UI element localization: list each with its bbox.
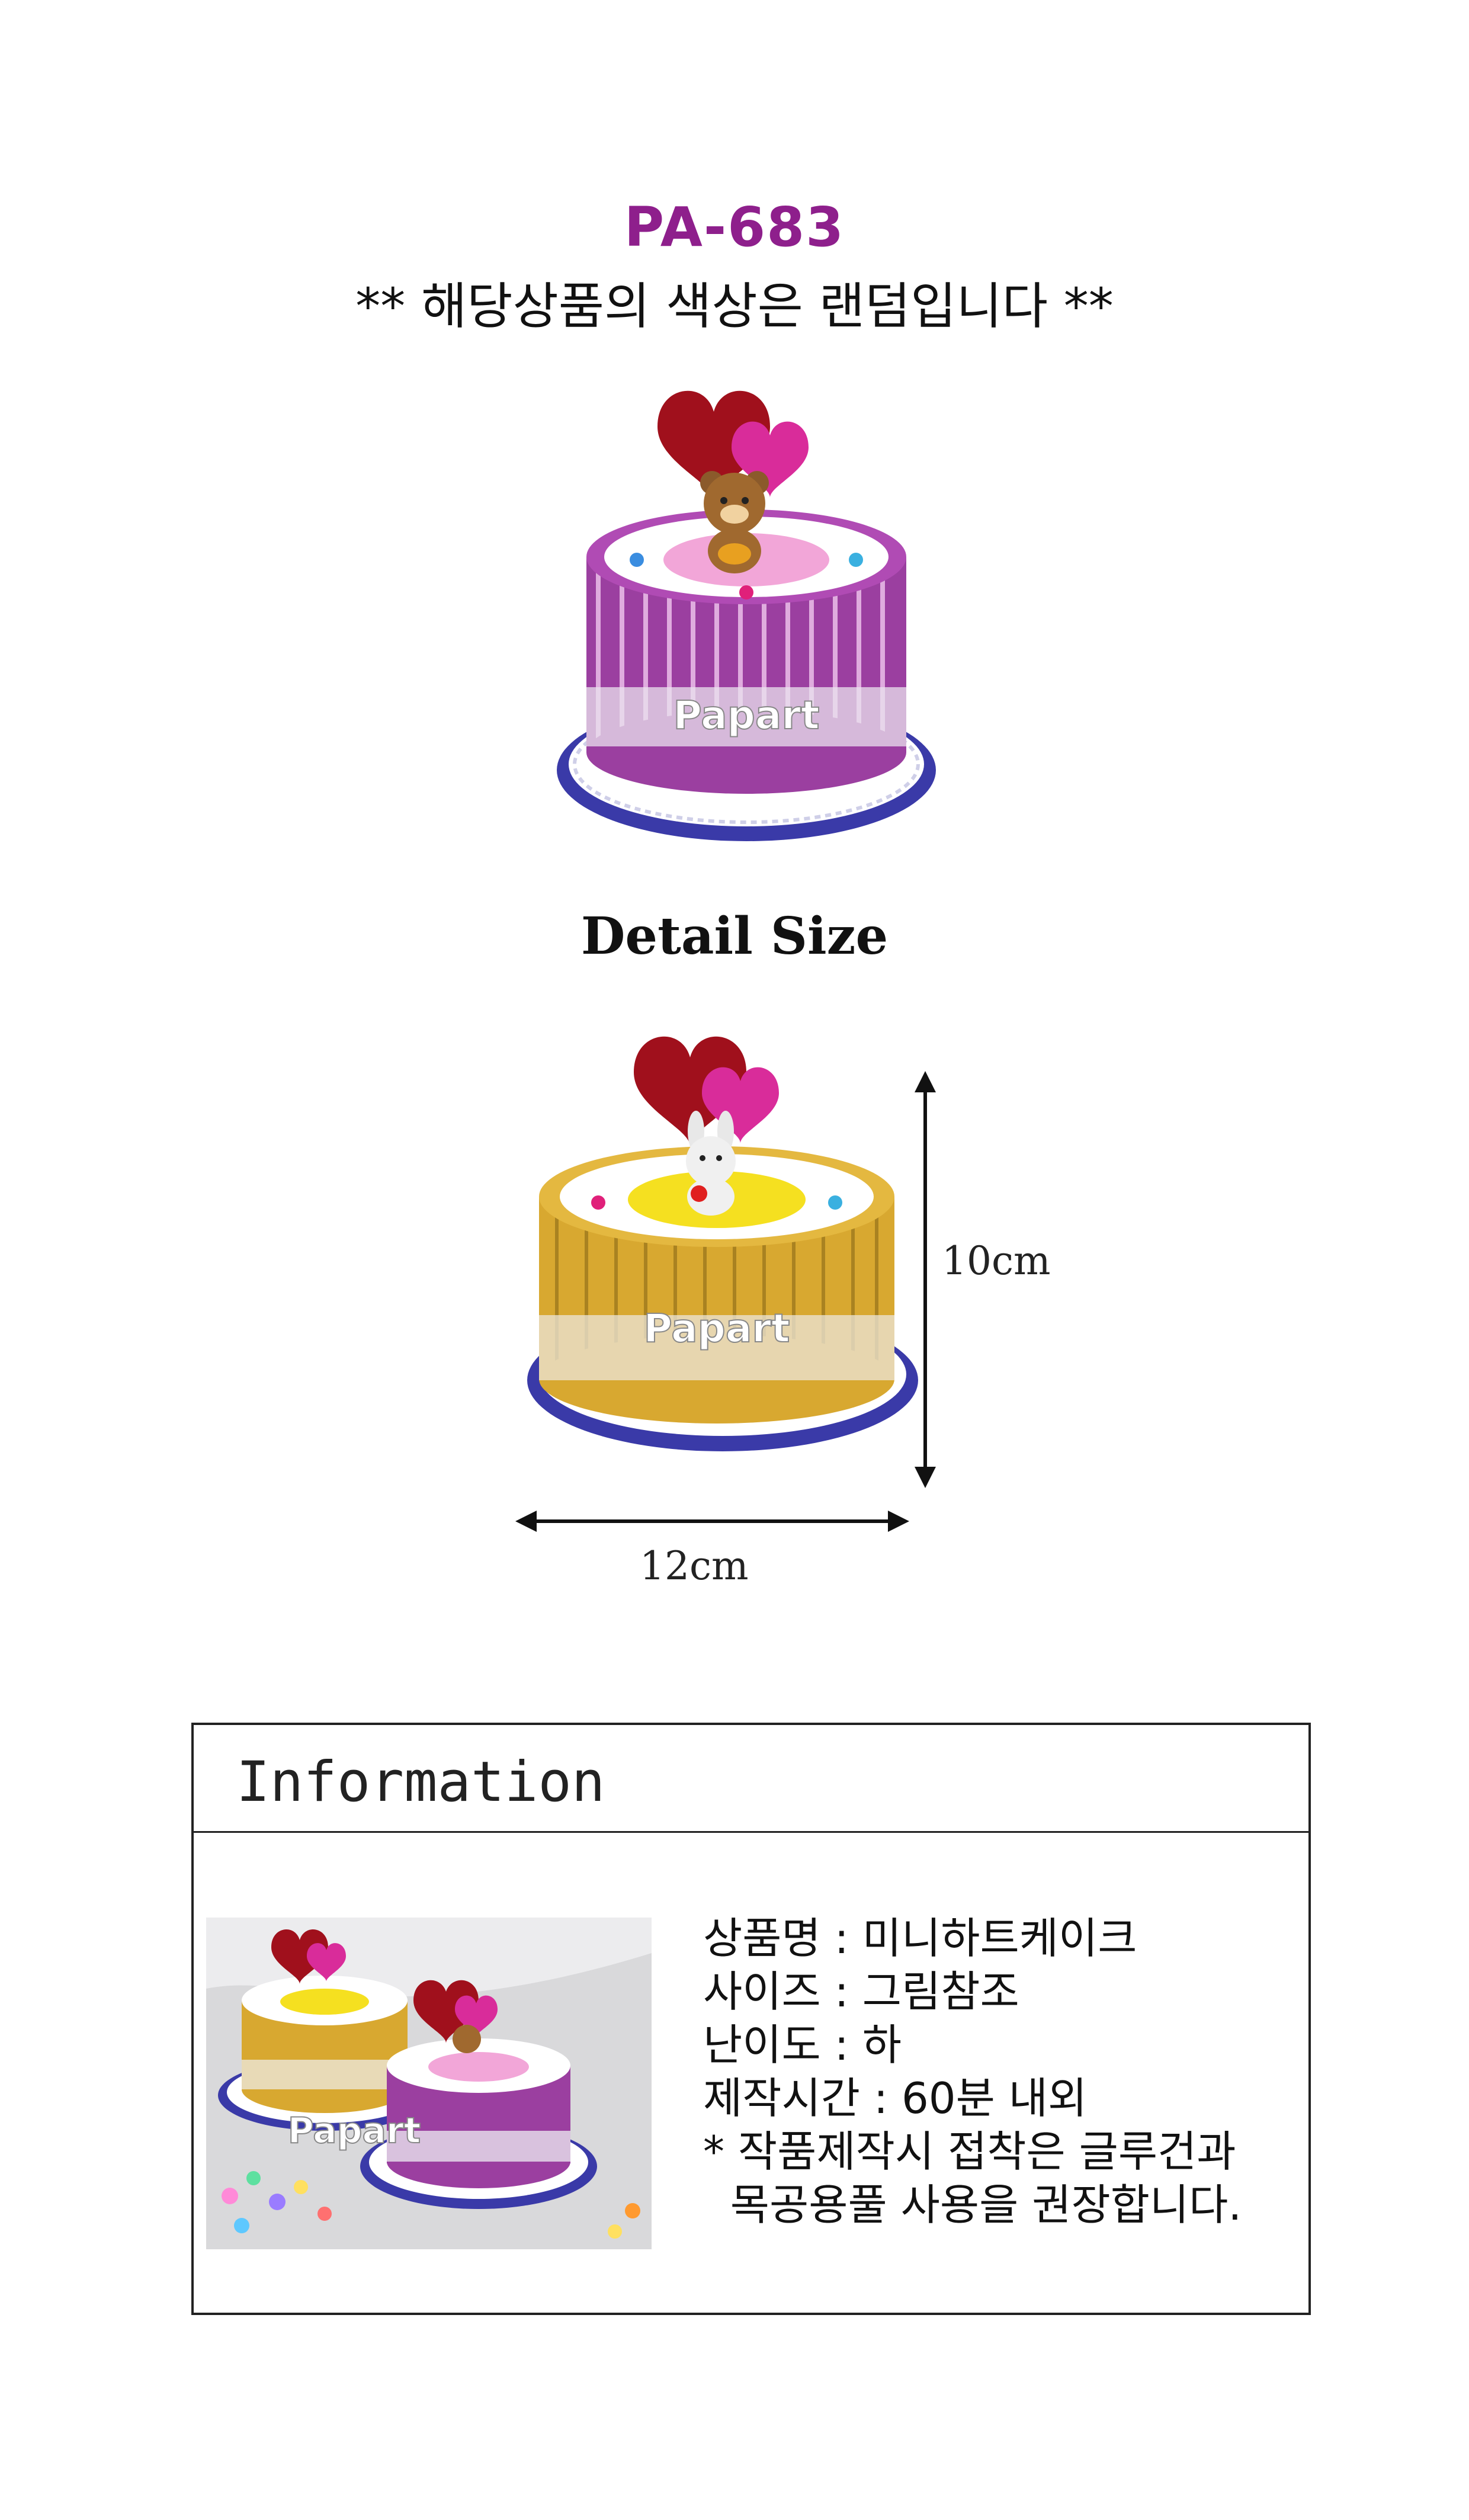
watermark-papart: Papart	[288, 2110, 421, 2152]
spec-product-name: 상품명 : 미니하트케이크	[703, 1913, 1137, 1963]
product-spec-list: 상품명 : 미니하트케이크 사이즈 : 그림참조 난이도 : 하 제작시간 : …	[703, 1912, 1295, 2232]
spec-difficulty: 난이도 : 하	[703, 2020, 902, 2070]
height-arrow-head-up	[915, 1071, 936, 1092]
info-photo-two-cakes: Papart	[206, 1918, 652, 2249]
pink-heart	[732, 421, 809, 498]
watermark-papart: Papart	[643, 1306, 790, 1351]
spec-build-time: 제작시간 : 60분 내외	[703, 2073, 1088, 2123]
watermark-papart: Papart	[673, 692, 819, 738]
lace-ribbon	[539, 1315, 894, 1380]
spec-note-line-2: 목공용풀 사용을 권장합니다.	[703, 2180, 1242, 2230]
bunny-figure	[686, 1111, 736, 1216]
dimension-arrows	[515, 1071, 936, 1532]
width-label: 12cm	[640, 1543, 749, 1589]
spec-size: 사이즈 : 그림참조	[703, 1967, 1019, 2016]
height-label: 10cm	[942, 1238, 1051, 1284]
information-title: Information	[236, 1750, 605, 1814]
product-code: PA-683	[624, 195, 845, 259]
detail-size-title: Detail Size	[580, 906, 889, 966]
bear-figure	[700, 471, 769, 573]
pink-heart	[702, 1067, 779, 1143]
color-random-notice: ** 해당상품의 색상은 랜덤입니다 **	[355, 277, 1114, 335]
product-photo-purple-cake: Papart	[557, 390, 936, 841]
red-heart	[657, 390, 770, 501]
information-header: Information	[194, 1725, 1308, 1833]
width-arrow-head-right	[888, 1511, 909, 1532]
information-panel: Information Papart 상품명 : 미니하트케이크 사이즈	[191, 1723, 1311, 2315]
lace-ribbon	[586, 687, 906, 746]
height-arrow-head-down	[915, 1467, 936, 1488]
width-arrow-head-left	[515, 1511, 537, 1532]
detail-photo-yellow-cake: Papart	[527, 1036, 918, 1451]
spec-note-line-1: * 작품제작시 접착은 글루건과	[703, 2127, 1236, 2176]
red-heart	[634, 1036, 746, 1146]
